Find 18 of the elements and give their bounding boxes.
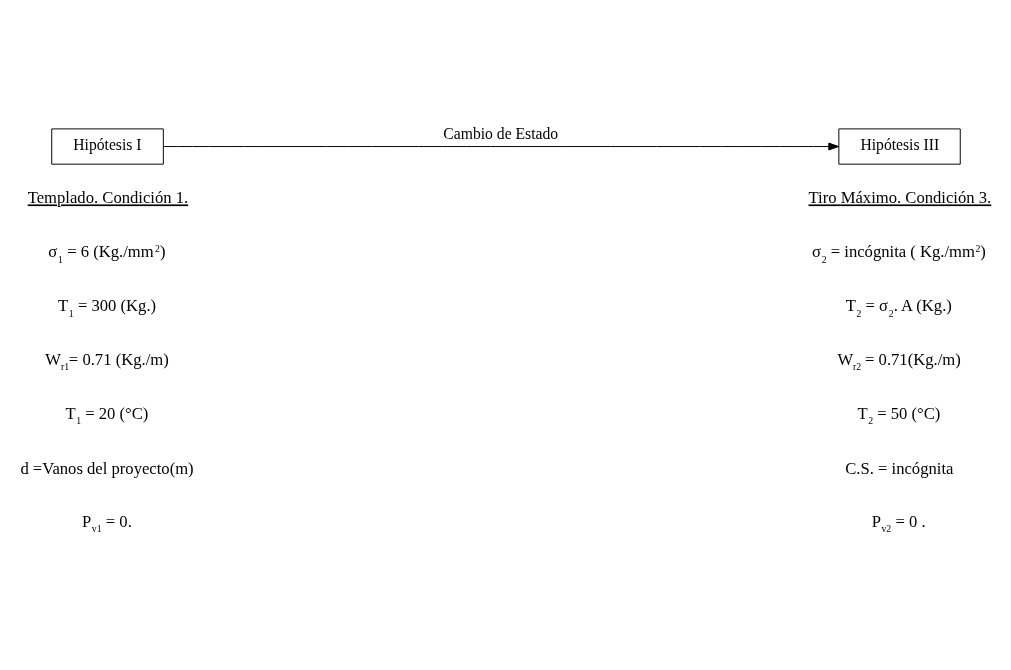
label: P$_{v2}$ = 0 . bbox=[871, 511, 926, 534]
node-box: Hipótesis III bbox=[838, 128, 961, 165]
label: T$_{2}$ = σ$_{2}$. A (Kg.) bbox=[845, 296, 952, 319]
node-box: Hipótesis I bbox=[51, 128, 164, 165]
label: C.S. = incógnita bbox=[845, 458, 954, 478]
label: σ$_{2}$ = incógnita ( Kg./mm$^{2}$) bbox=[811, 242, 986, 265]
label: P$_{v1}$ = 0. bbox=[82, 511, 132, 534]
label: W$_{r2}$ = 0.71(Kg./m) bbox=[837, 349, 961, 373]
label: W$_{r1}$= 0.71 (Kg./m) bbox=[45, 349, 169, 373]
label: d =Vanos del proyecto(m) bbox=[20, 458, 194, 478]
label: σ$_{1}$ = 6 (Kg./mm$^{2}$) bbox=[48, 242, 166, 265]
arrow bbox=[163, 142, 840, 151]
edge-label: Cambio de Estado bbox=[443, 124, 559, 142]
label: Templado. Condición 1. bbox=[27, 188, 189, 208]
label: T$_{1}$ = 20 (°C) bbox=[65, 403, 149, 427]
label: Tiro Máximo. Condición 3. bbox=[808, 188, 992, 208]
label: T$_{1}$ = 300 (Kg.) bbox=[58, 296, 157, 319]
label: T$_{2}$ = 50 (°C) bbox=[857, 403, 941, 427]
